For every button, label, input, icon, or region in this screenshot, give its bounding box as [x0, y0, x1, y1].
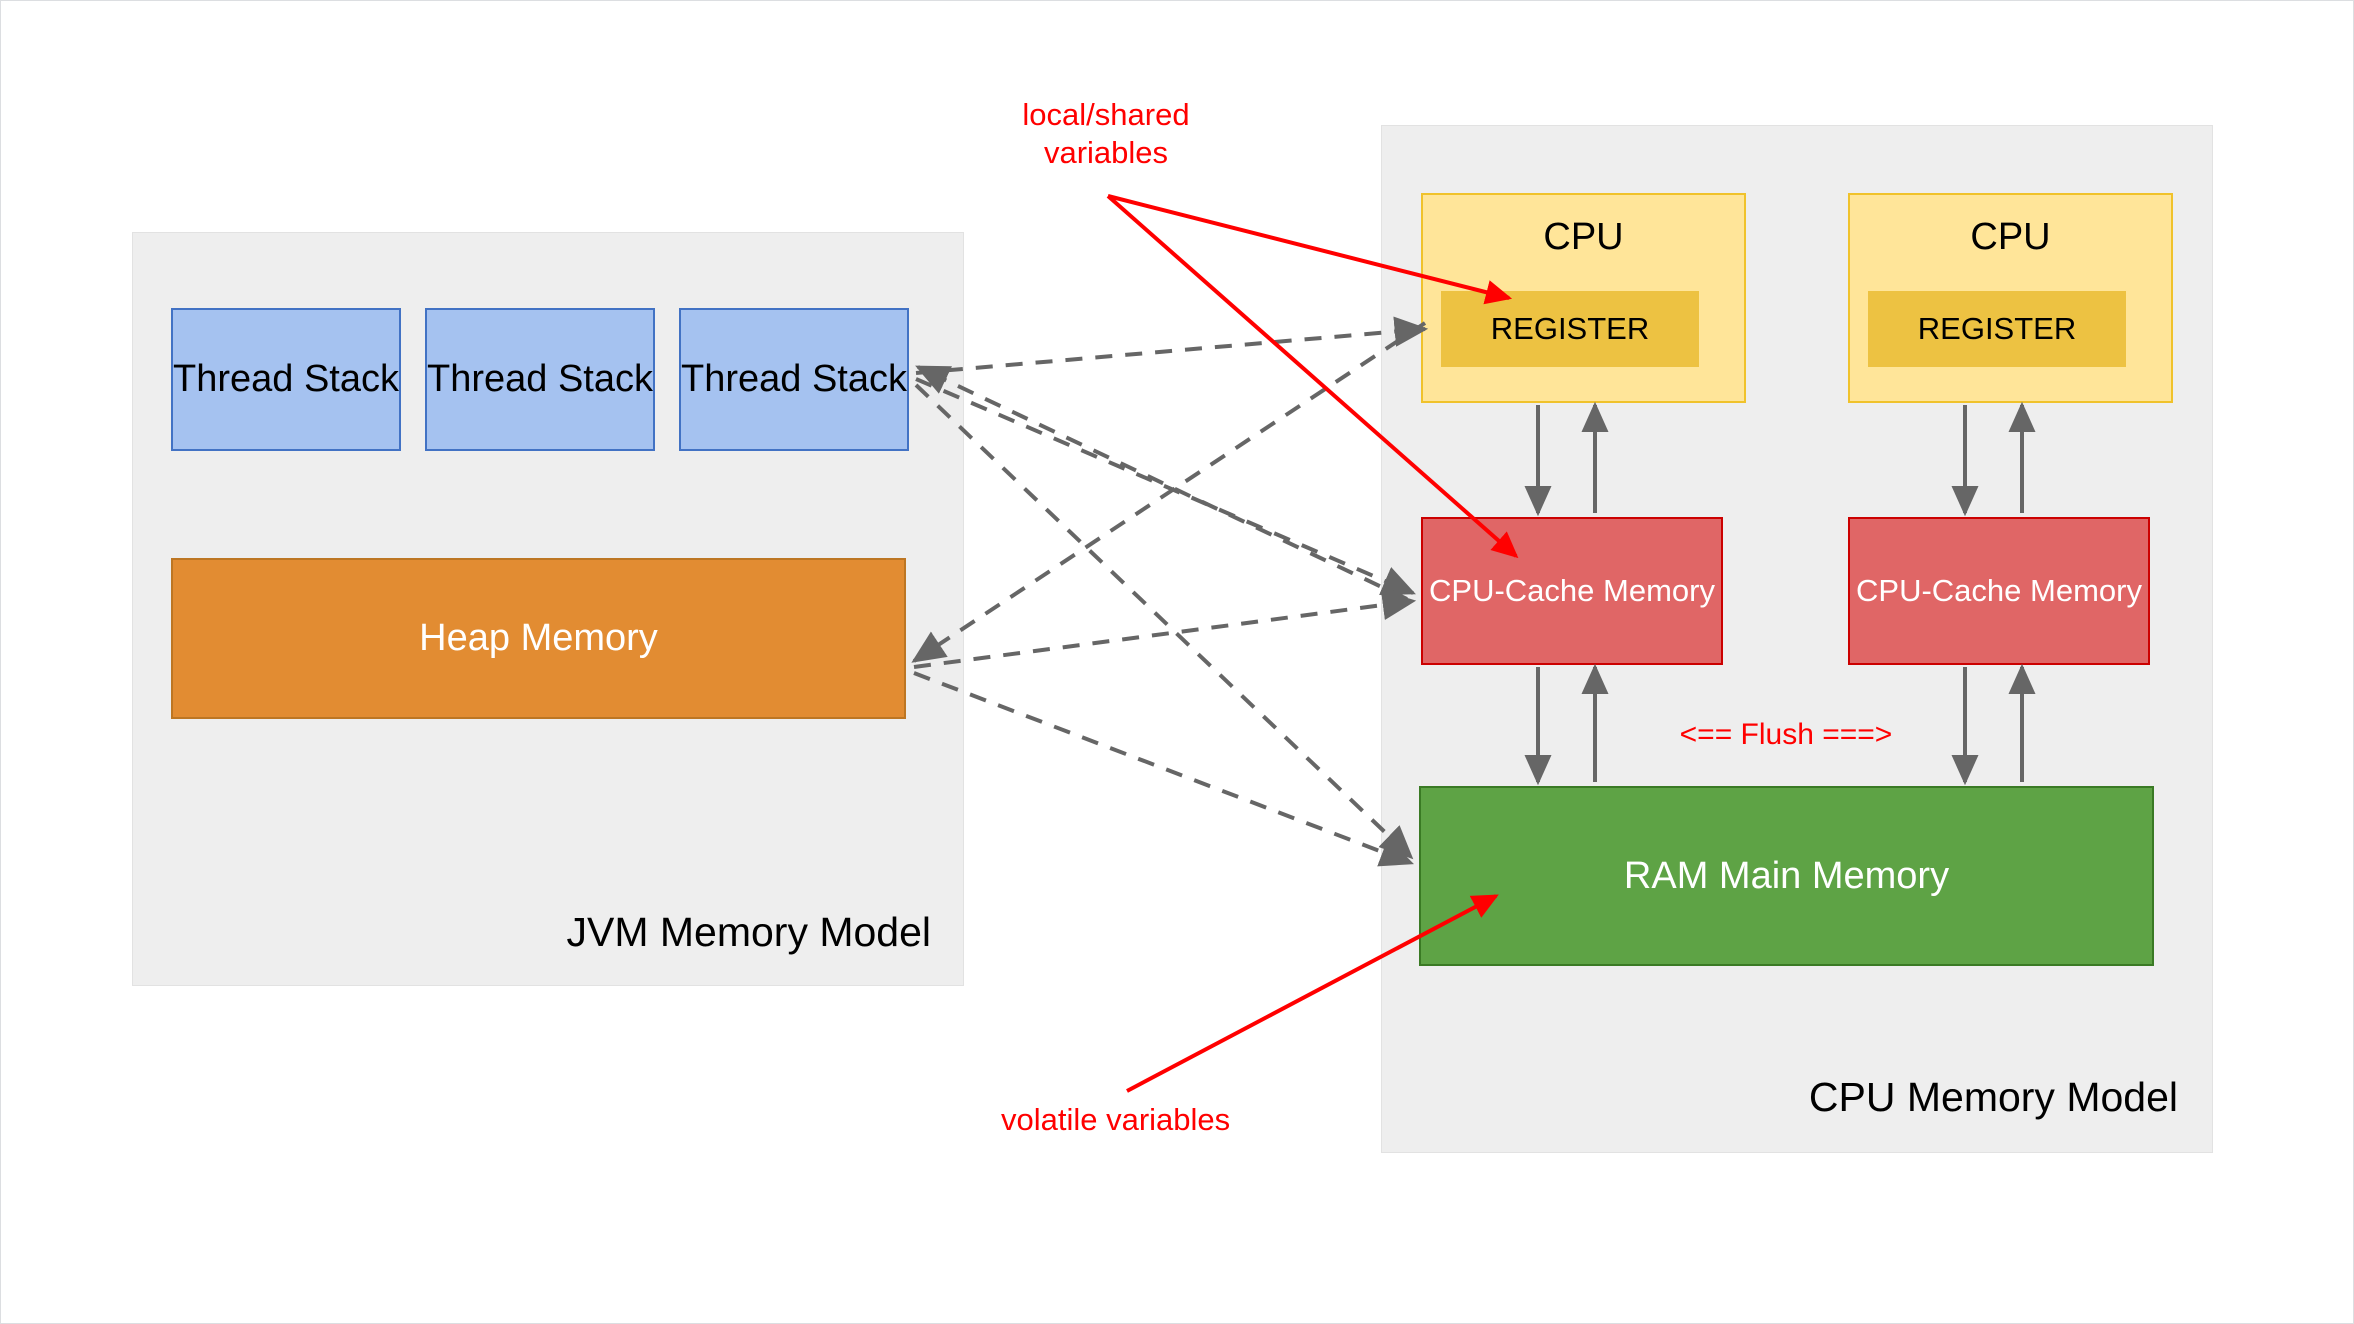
- thread-stack-box-1[interactable]: Thread Stack: [171, 308, 401, 451]
- heap-memory-box[interactable]: Heap Memory: [171, 558, 906, 719]
- connector-threadstack-to-register: [915, 316, 1429, 375]
- thread-stack-box-3[interactable]: Thread Stack: [679, 308, 909, 451]
- connector-heap-to-ram: [913, 671, 1414, 867]
- register-box-1[interactable]: REGISTER: [1441, 291, 1699, 367]
- thread-stack-box-2[interactable]: Thread Stack: [425, 308, 655, 451]
- register-box-2[interactable]: REGISTER: [1868, 291, 2126, 367]
- connector-register-to-heap: [911, 321, 1427, 663]
- connector-cache-to-threadstack: [915, 365, 1408, 601]
- annotation-local-shared-variables: local/shared variables: [1022, 97, 1190, 170]
- cpu-cache-memory-box-2[interactable]: CPU-Cache Memory: [1848, 517, 2150, 665]
- connector-threadstack-to-cache: [915, 377, 1416, 595]
- cpu-cache-memory-box-1[interactable]: CPU-Cache Memory: [1421, 517, 1723, 665]
- ram-main-memory-box[interactable]: RAM Main Memory: [1419, 786, 2154, 966]
- annotation-volatile-variables: volatile variables: [1001, 1102, 1231, 1137]
- jvm-panel-title: JVM Memory Model: [566, 908, 931, 955]
- connector-heap-to-cache: [913, 589, 1417, 669]
- connector-threadstack-to-ram: [914, 383, 1414, 860]
- annotation-flush: <== Flush ===>: [1679, 718, 1893, 751]
- cpu-panel-title: CPU Memory Model: [1808, 1073, 2178, 1120]
